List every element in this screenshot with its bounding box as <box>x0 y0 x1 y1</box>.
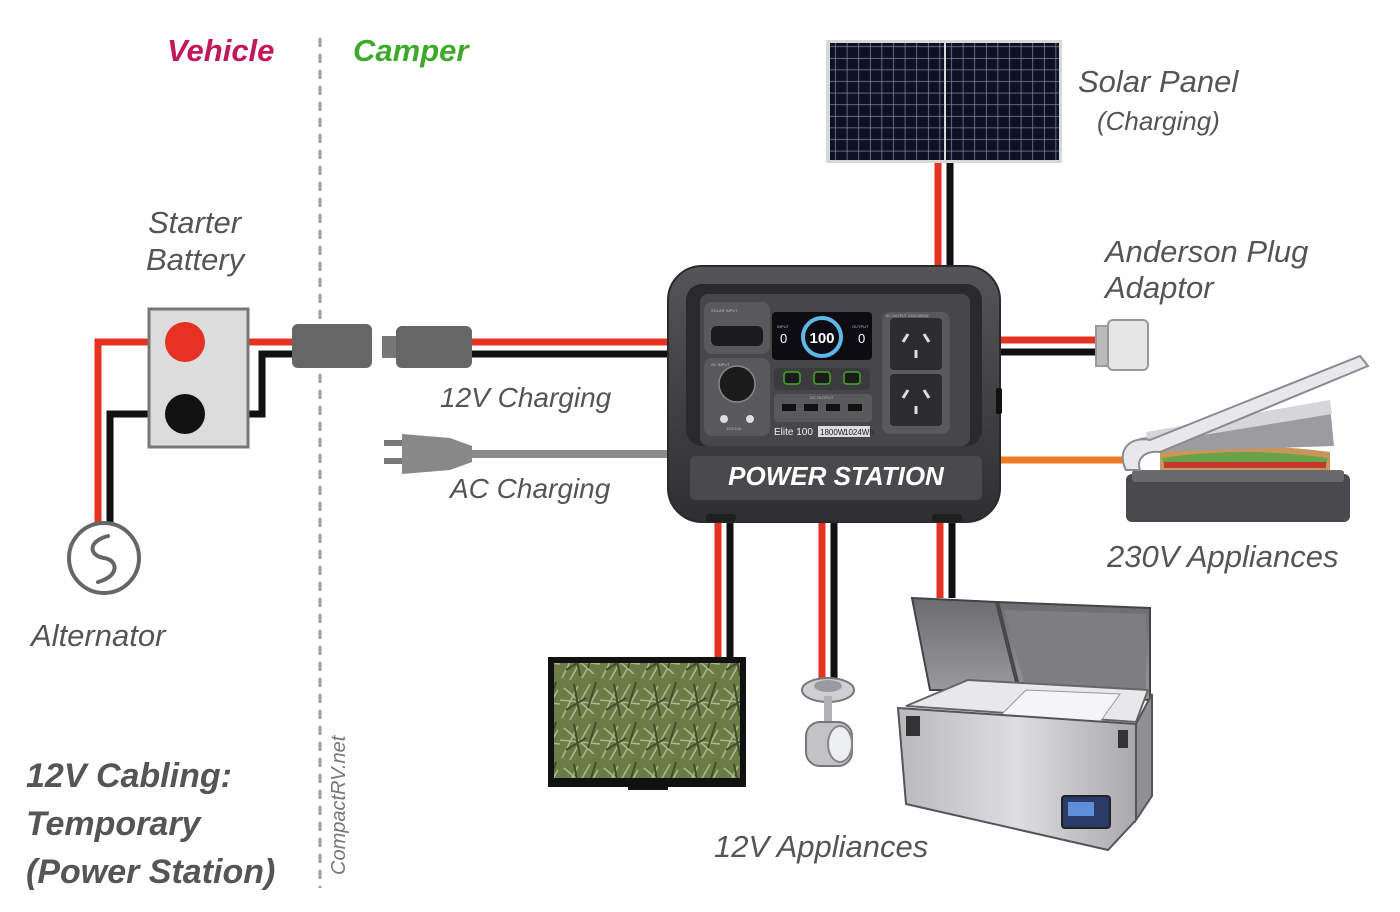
appliances-12v-label: 12V Appliances <box>714 829 929 864</box>
zone-camper-label: Camper <box>353 33 469 68</box>
diagram-title-line1: 12V Cabling: <box>26 757 232 795</box>
solar-charging-label: (Charging) <box>1097 106 1220 136</box>
anderson-adaptor-label-line2: Adaptor <box>1105 270 1214 305</box>
charging-12v-label: 12V Charging <box>440 382 612 413</box>
diagram-title: 12V Cabling: Temporary (Power Station) <box>26 752 275 896</box>
ps-input-label: INPUT <box>777 324 790 329</box>
anderson-adaptor-icon <box>1095 319 1149 371</box>
alternator-label: Alternator <box>31 618 166 653</box>
starter-battery-label-line2: Battery <box>146 242 245 277</box>
ps-title: POWER STATION <box>728 461 945 491</box>
battery-icon <box>147 307 250 449</box>
charging-ac-label: AC Charging <box>450 473 611 504</box>
solar-panel-icon <box>826 40 1062 163</box>
appliances-230v-label: 230V Appliances <box>1107 539 1339 574</box>
ac-plug-icon <box>384 434 472 474</box>
starter-battery-label-line1: Starter <box>148 205 242 240</box>
ps-car-output-label: 12V/10A <box>726 426 742 431</box>
ps-dc-output-label: DC OUTPUT <box>810 395 834 400</box>
ps-badge-wh: 1024Wh <box>844 428 874 437</box>
ps-output-label: OUTPUT <box>852 324 869 329</box>
sandwich-press-icon <box>1121 354 1370 522</box>
fridge-icon <box>896 596 1153 852</box>
ps-model: Elite 100 <box>774 427 813 438</box>
diagram-title-line2: Temporary <box>26 805 201 843</box>
diagram-title-line3: (Power Station) <box>26 853 276 891</box>
alternator-icon <box>67 521 141 595</box>
spotlight-icon <box>801 677 855 767</box>
ps-input-value: 0 <box>780 331 787 346</box>
ps-badge-watts: 1800W <box>820 428 846 437</box>
tv-icon <box>548 657 746 790</box>
anderson-adaptor-label-line1: Anderson Plug <box>1105 234 1309 269</box>
zone-vehicle-label: Vehicle <box>167 33 275 68</box>
ps-ac-output-label: AC OUTPUT 230V/1800W <box>886 314 929 318</box>
ps-badge-box <box>818 426 870 437</box>
anderson-plug-camper <box>382 326 472 368</box>
wires <box>94 160 1124 680</box>
ps-display-value: 100 <box>809 330 834 347</box>
anderson-plug-vehicle <box>292 324 372 368</box>
credit-watermark: CompactRV.net <box>328 735 350 875</box>
ps-solar-input-label: SOLAR INPUT <box>711 308 738 313</box>
ps-output-value: 0 <box>858 331 865 346</box>
ps-ac-input-label: AC INPUT <box>711 362 730 367</box>
power-station <box>667 265 1002 523</box>
solar-panel-label: Solar Panel <box>1078 64 1239 99</box>
